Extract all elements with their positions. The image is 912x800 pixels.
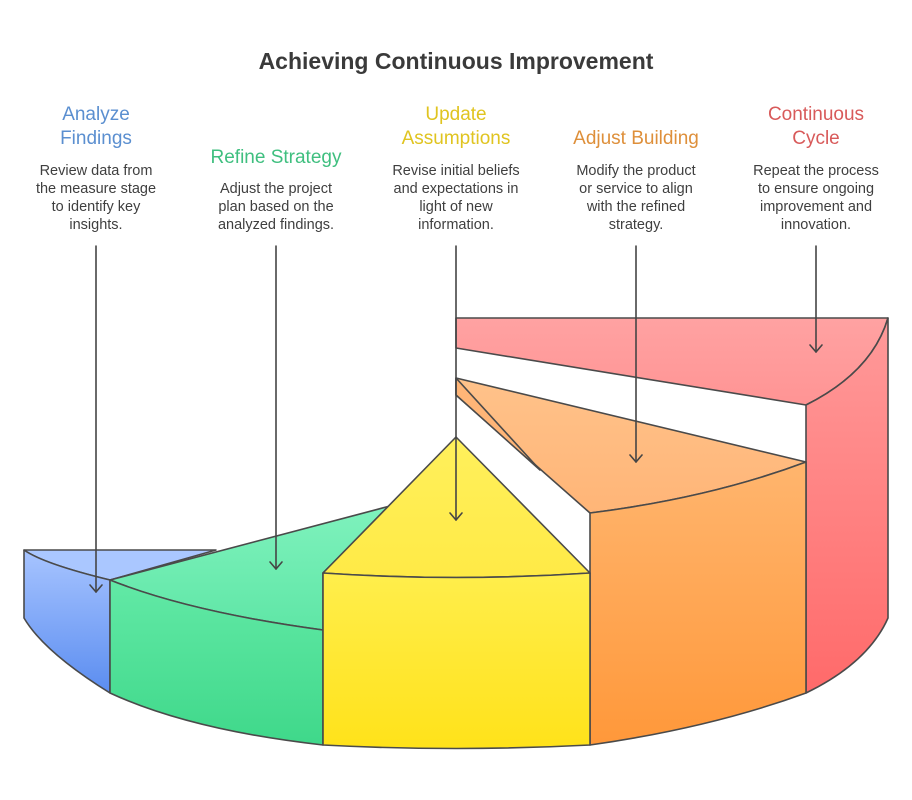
arrow-adjust bbox=[629, 245, 643, 463]
segment-cycle-top bbox=[455, 317, 889, 406]
stage-title-analyze: Analyze Findings bbox=[60, 104, 132, 149]
stage-title-update: Update Assumptions bbox=[401, 104, 511, 149]
stage-desc-analyze: Review data from the measure stage to id… bbox=[35, 163, 157, 233]
arrow-cycle bbox=[809, 245, 823, 353]
diagram-title: Achieving Continuous Improvement bbox=[258, 48, 654, 74]
arrow-analyze bbox=[89, 245, 103, 593]
stage-desc-update: Revise initial beliefs and expectations … bbox=[392, 163, 520, 233]
segment-cycle-side bbox=[805, 317, 889, 694]
segment-update-side bbox=[322, 572, 591, 750]
stage-desc-adjust: Modify the product or service to align w… bbox=[576, 163, 696, 233]
stage-title-cycle: Continuous Cycle bbox=[767, 104, 865, 149]
stage-title-refine: Refine Strategy bbox=[210, 147, 342, 168]
segment-adjust-side bbox=[589, 461, 807, 746]
stage-desc-cycle: Repeat the process to ensure ongoing imp… bbox=[753, 163, 879, 233]
stage-desc-refine: Adjust the project plan based on the ana… bbox=[217, 181, 335, 233]
stage-title-adjust: Adjust Building bbox=[573, 128, 699, 149]
arrow-update bbox=[449, 245, 463, 521]
arrow-refine bbox=[269, 245, 283, 570]
